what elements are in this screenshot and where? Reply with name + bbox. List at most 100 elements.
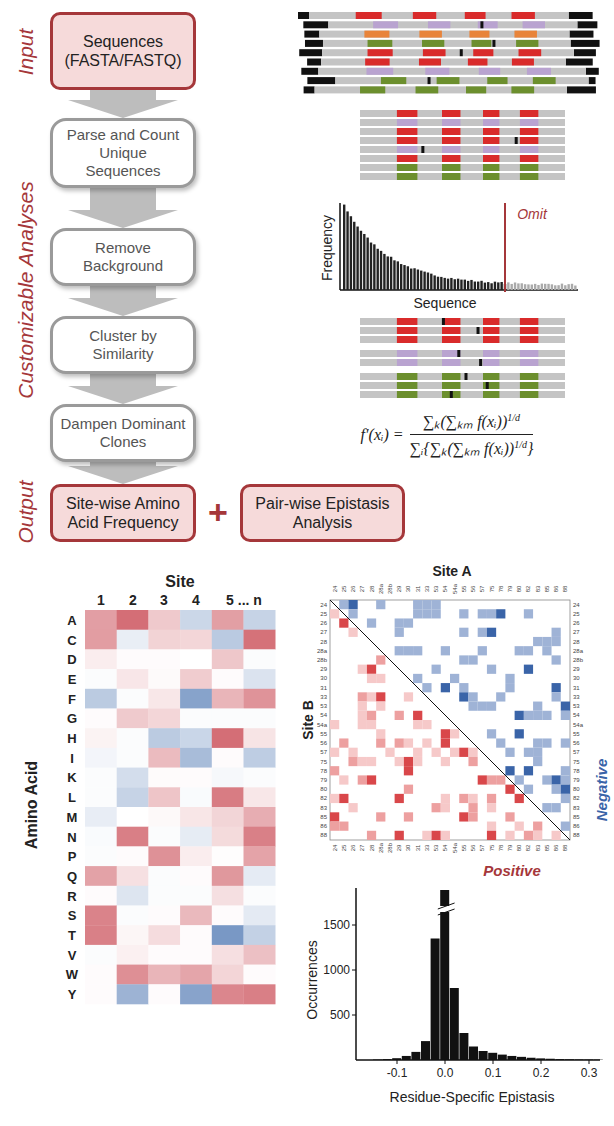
matrix-cell <box>515 729 524 738</box>
matrix-cell <box>552 655 561 664</box>
heatmap-cell <box>148 965 180 985</box>
matrix-frame <box>330 600 570 840</box>
heatmap-cell <box>85 925 117 945</box>
amino-acid-label: W <box>66 968 78 981</box>
frequency-bar <box>423 272 425 290</box>
matrix-cell <box>432 600 441 609</box>
mutation-mark <box>428 77 431 84</box>
sequence-body <box>360 146 565 153</box>
sequence-body <box>360 336 565 343</box>
frequency-bar <box>440 277 442 290</box>
matrix-cell <box>478 628 487 637</box>
tick-label: 54a <box>452 843 458 853</box>
matrix-cell <box>404 692 413 701</box>
matrix-cell <box>487 803 496 812</box>
sequence-end <box>569 31 593 38</box>
frequency-bar <box>541 284 543 290</box>
heatmap-cell <box>117 925 149 945</box>
matrix-cell <box>330 812 339 821</box>
tick-label: 54 <box>442 586 448 593</box>
tick-label: 29 <box>320 666 327 672</box>
heatmap-cell <box>244 906 276 926</box>
tick-label: 55 <box>573 731 580 737</box>
heatmap-cell <box>85 787 117 807</box>
process-box: Cluster by Similarity <box>50 316 196 374</box>
heatmap-cell <box>117 807 149 827</box>
mutation-mark <box>450 391 453 398</box>
heatmap-cell <box>244 807 276 827</box>
matrix-cell <box>459 628 468 637</box>
amino-acid-label: R <box>67 889 76 902</box>
tick-label: 75 <box>489 845 495 852</box>
heatmap-cell <box>117 906 149 926</box>
variable-region <box>512 59 534 66</box>
matrix-cell <box>496 609 505 618</box>
variable-region <box>520 391 538 398</box>
amino-acid-label: I <box>70 751 74 764</box>
amino-acid-label: V <box>68 948 77 961</box>
sequence-body <box>360 359 565 366</box>
matrix-cell <box>496 692 505 701</box>
matrix-cell <box>376 812 385 821</box>
tick-label: 88 <box>562 586 568 593</box>
tick-label: 31 <box>415 845 421 852</box>
tick-label: 83 <box>320 805 327 811</box>
sequence-end <box>304 31 319 38</box>
variable-region <box>422 40 444 47</box>
x-axis <box>356 1059 600 1061</box>
heatmap-cell <box>85 728 117 748</box>
frequency-bar <box>574 286 576 290</box>
heatmap-cell <box>180 945 212 965</box>
sequence-body <box>360 318 565 325</box>
amino-acid-label: Q <box>67 869 77 882</box>
sequence-body <box>360 327 565 334</box>
matrix-cell <box>459 609 468 618</box>
tick <box>397 1060 398 1064</box>
sequence-body <box>360 173 565 180</box>
mutation-mark <box>515 137 518 144</box>
matrix-cell <box>542 775 551 784</box>
matrix-cell <box>367 720 376 729</box>
variable-region <box>368 49 393 56</box>
histogram-bar <box>421 1041 430 1060</box>
variable-region <box>520 137 538 144</box>
tick-label: 28 <box>320 639 327 645</box>
matrix-cell <box>478 702 487 711</box>
variable-region <box>397 391 418 398</box>
sequence-body <box>315 86 567 93</box>
box-text: Site-wise Amino Acid Frequency <box>60 494 186 532</box>
matrix-cell <box>552 785 561 794</box>
variable-region <box>520 164 538 171</box>
variable-region <box>437 77 460 84</box>
frequency-bar <box>511 284 513 290</box>
matrix-cell <box>561 738 570 747</box>
tick-label: 29 <box>396 845 402 852</box>
heatmap-cell <box>212 630 244 650</box>
matrix-cell <box>505 766 514 775</box>
variable-region <box>468 59 488 66</box>
tick-label: 56 <box>470 586 476 593</box>
frequency-bar <box>346 211 348 290</box>
frequency-bar <box>484 283 486 290</box>
sequence-body <box>360 155 565 162</box>
frequency-bar <box>474 282 476 290</box>
matrix-cell <box>422 720 431 729</box>
heatmap-cell <box>148 689 180 709</box>
matrix-cell <box>533 711 542 720</box>
matrix-cell <box>358 757 367 766</box>
axis-label: 0.0 <box>437 1067 454 1079</box>
io-box: Site-wise Amino Acid Frequency <box>50 484 196 542</box>
heatmap-cell <box>148 669 180 689</box>
tick-label: 55 <box>320 731 327 737</box>
variable-region <box>483 327 499 334</box>
frequency-bar <box>490 283 492 290</box>
sequence-end <box>299 49 322 56</box>
box-text: Pair-wise Epistasis Analysis <box>250 494 395 532</box>
tick-label: 85 <box>544 586 550 593</box>
tick-label: 54a <box>573 722 583 728</box>
variable-region <box>423 49 446 56</box>
heatmap-cell <box>180 709 212 729</box>
matrix-cell <box>487 831 496 840</box>
matrix-cell <box>468 692 477 701</box>
matrix-cell <box>552 683 561 692</box>
